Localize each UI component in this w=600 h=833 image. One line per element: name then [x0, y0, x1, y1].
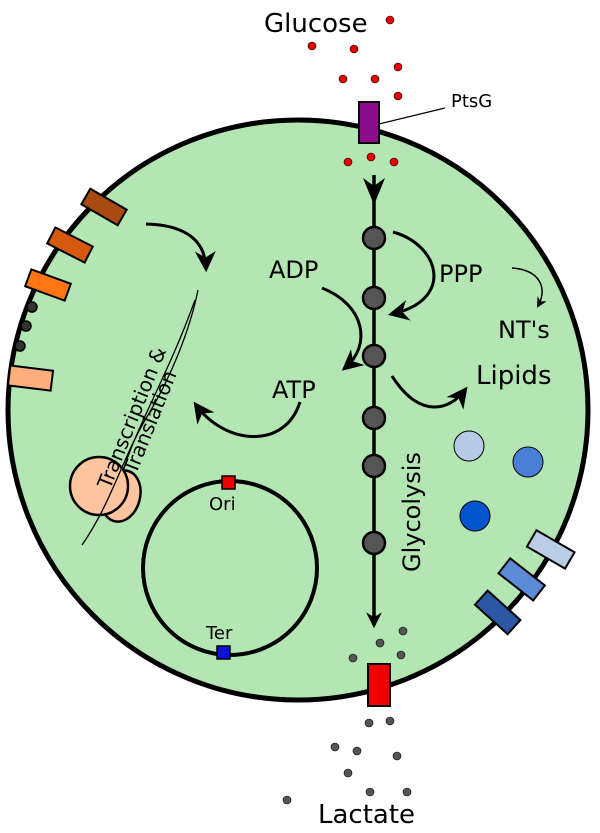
membrane-protein	[45, 226, 95, 264]
lactate-molecule	[392, 751, 402, 761]
lactate-molecule	[330, 742, 340, 752]
metabolite-node	[361, 225, 387, 251]
lactate-molecules-inside	[348, 626, 408, 663]
protein-export-arrow	[145, 222, 216, 273]
pathway-arrows	[145, 222, 468, 438]
lactate-label: Lactate	[318, 800, 415, 830]
ribosome-large-subunit	[68, 455, 130, 517]
product-dot	[453, 430, 485, 462]
lactate-molecule	[396, 650, 406, 660]
lipids-label: Lipids	[476, 361, 552, 391]
membrane-protein	[23, 268, 73, 302]
peptide-strand	[124, 299, 196, 466]
ellipsis-dots	[14, 301, 38, 352]
glycolysis-entry-arrowhead	[363, 178, 385, 205]
atp-label: ATP	[272, 376, 316, 404]
lactate-molecule	[402, 787, 412, 797]
lactate-molecule	[385, 716, 395, 726]
nts-label: NT's	[498, 316, 550, 344]
ppp-branch-arrow	[387, 230, 436, 321]
glucose-molecule	[389, 157, 399, 167]
lactate-molecule	[398, 626, 408, 636]
lactate-molecule	[352, 746, 362, 756]
membrane-protein	[473, 589, 522, 636]
glucose-label: Glucose	[264, 9, 368, 39]
glucose-molecule	[370, 74, 380, 84]
adp-to-atp-arrow	[321, 286, 365, 371]
membrane-protein	[497, 556, 547, 602]
lactate-molecule	[364, 718, 374, 728]
left-membrane-proteins	[6, 187, 129, 392]
lactate-molecule	[375, 638, 385, 648]
ori-label: Ori	[209, 494, 236, 515]
ppp-label: PPP	[439, 260, 482, 288]
glucose-molecule	[393, 91, 403, 101]
ptsg-transporter	[358, 101, 380, 144]
ptsg-leader-line	[378, 107, 446, 125]
ppp-to-nts-arrow	[511, 267, 547, 308]
membrane-protein	[79, 187, 129, 227]
glucose-molecule	[343, 157, 353, 167]
glucose-molecule	[366, 152, 376, 162]
glucose-molecule	[338, 74, 348, 84]
glycolysis-label: Glycolysis	[398, 452, 426, 572]
metabolite-node	[361, 343, 387, 369]
ori-marker	[221, 475, 236, 490]
right-membrane-proteins	[473, 528, 576, 636]
glycolysis-intermediates	[361, 225, 387, 556]
metabolite-node	[361, 285, 387, 311]
lactate-transporter	[367, 663, 391, 707]
ptsg-label: PtsG	[451, 91, 492, 112]
ellipsis-dot	[14, 340, 26, 352]
adp-label: ADP	[269, 256, 318, 284]
membrane-protein	[525, 528, 576, 571]
ter-label: Ter	[205, 623, 233, 644]
product-dot	[459, 500, 491, 532]
product-dots	[453, 430, 544, 532]
glucose-molecule	[393, 62, 403, 72]
glucose-molecules-outside	[307, 15, 403, 101]
atp-to-translation-arrow	[193, 401, 302, 438]
lactate-molecule	[282, 795, 292, 805]
lactate-molecule	[348, 653, 358, 663]
glucose-molecule	[349, 44, 359, 54]
lactate-molecule	[343, 768, 353, 778]
lactate-molecules-outside	[282, 716, 412, 805]
membrane-protein	[6, 364, 55, 392]
lactate-molecule	[365, 787, 375, 797]
product-dot	[512, 446, 544, 478]
glucose-molecule	[307, 41, 317, 51]
ellipsis-dot	[26, 301, 38, 313]
ter-marker	[216, 645, 231, 660]
metabolite-node	[361, 405, 387, 431]
mrna-strand	[81, 289, 199, 546]
glucose-molecule	[385, 15, 395, 25]
metabolite-node	[361, 530, 387, 556]
ribosome	[68, 455, 142, 523]
lipid-branch-arrow	[390, 375, 468, 410]
glucose-molecules-inside	[343, 152, 399, 167]
metabolite-node	[361, 453, 387, 479]
ellipsis-dot	[20, 320, 32, 332]
